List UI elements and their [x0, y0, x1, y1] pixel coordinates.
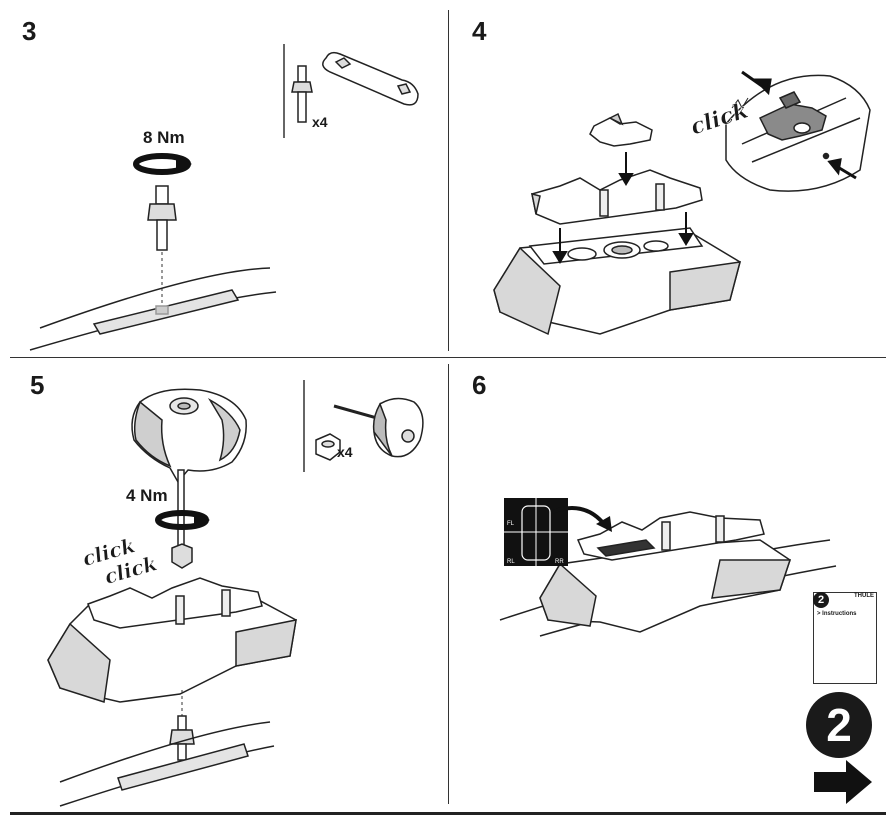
place-arrow-icon: [551, 506, 612, 532]
step-5-quantity-label: x4: [337, 444, 353, 460]
bolt-large-icon: [147, 185, 177, 251]
insert-arrows: [552, 152, 694, 264]
bolt-bottom-icon: [169, 715, 195, 761]
step-5-illustration: [47, 380, 424, 807]
arrow-right-icon: [814, 760, 872, 804]
foot-top-frame: [531, 169, 703, 225]
nut-icon: [315, 433, 341, 461]
click-burst: [731, 97, 749, 110]
step-3-quantity-label: x4: [312, 114, 328, 130]
booklet-title: > Instructions: [817, 611, 857, 617]
sticker-label-rl: RL: [507, 559, 515, 565]
torque-tool: [131, 388, 247, 551]
booklet-brand: THULE: [854, 593, 874, 599]
step-5-number: 5: [30, 370, 45, 400]
step-3-number: 3: [22, 16, 37, 46]
booklet-number-badge: 2: [813, 592, 829, 608]
vertical-divider-top: [448, 10, 449, 351]
step-4-number: 4: [472, 16, 487, 46]
roof-rail: [29, 267, 277, 351]
foot-base: [493, 227, 742, 336]
step-6-number: 6: [472, 370, 487, 400]
clip-piece: [589, 112, 653, 147]
step-3-illustration: [29, 44, 419, 351]
step-4-illustration: [493, 70, 871, 336]
rotate-arrow-icon: [133, 153, 192, 175]
foot-assembly: [539, 511, 792, 633]
step-5-torque-label: 4 Nm: [126, 486, 168, 505]
roof-rail: [59, 721, 275, 807]
vertical-divider-bottom: [448, 364, 449, 804]
press-arrows: [741, 70, 857, 180]
rotate-arrow-icon: [155, 510, 210, 530]
foot-assembly: [47, 577, 297, 703]
allen-key-icon: [333, 397, 424, 458]
sticker-label-fl: FL: [507, 521, 515, 527]
nut-on-bolt: [171, 543, 193, 569]
plate-icon: [322, 51, 419, 106]
sticker-label-rr: RR: [555, 559, 564, 565]
next-step-badge: 2: [806, 692, 872, 758]
instructions-booklet: THULE 2 > Instructions: [813, 592, 877, 684]
step-3-torque-label: 8 Nm: [143, 128, 185, 147]
bottom-rule: [10, 812, 886, 815]
bolt-icon: [291, 65, 313, 123]
horizontal-divider: [10, 357, 886, 358]
